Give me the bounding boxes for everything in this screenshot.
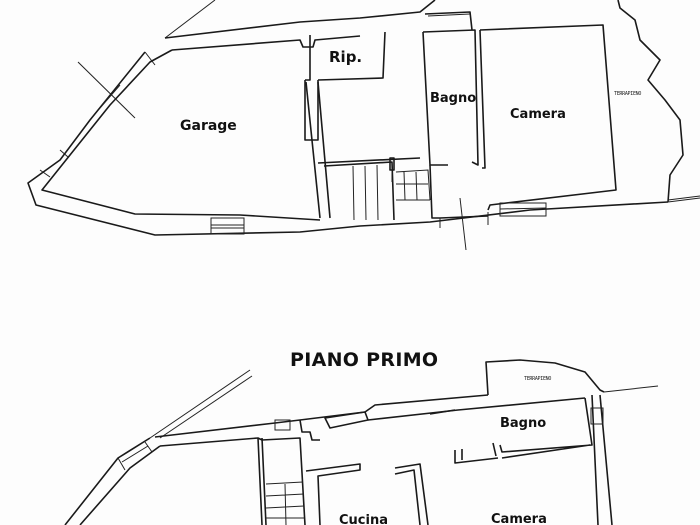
annotation-terrapieno-ground: TERRAPIENO [614, 91, 642, 97]
ground-floor-walls [27, 0, 700, 251]
room-label-camera-first: Camera [491, 512, 547, 525]
first-floor-walls [64, 359, 659, 525]
room-label-cucina: Cucina [339, 513, 388, 525]
room-label-bagno-ground: Bagno [430, 91, 477, 106]
room-label-ripostiglio: Rip. [329, 48, 363, 66]
room-label-garage: Garage [180, 118, 237, 134]
room-label-bagno-first: Bagno [500, 416, 547, 431]
annotation-terrapieno-first: TERRAPIENO [524, 376, 552, 382]
floor-title-piano-primo: PIANO PRIMO [290, 349, 439, 371]
room-label-camera-ground: Camera [510, 107, 566, 122]
